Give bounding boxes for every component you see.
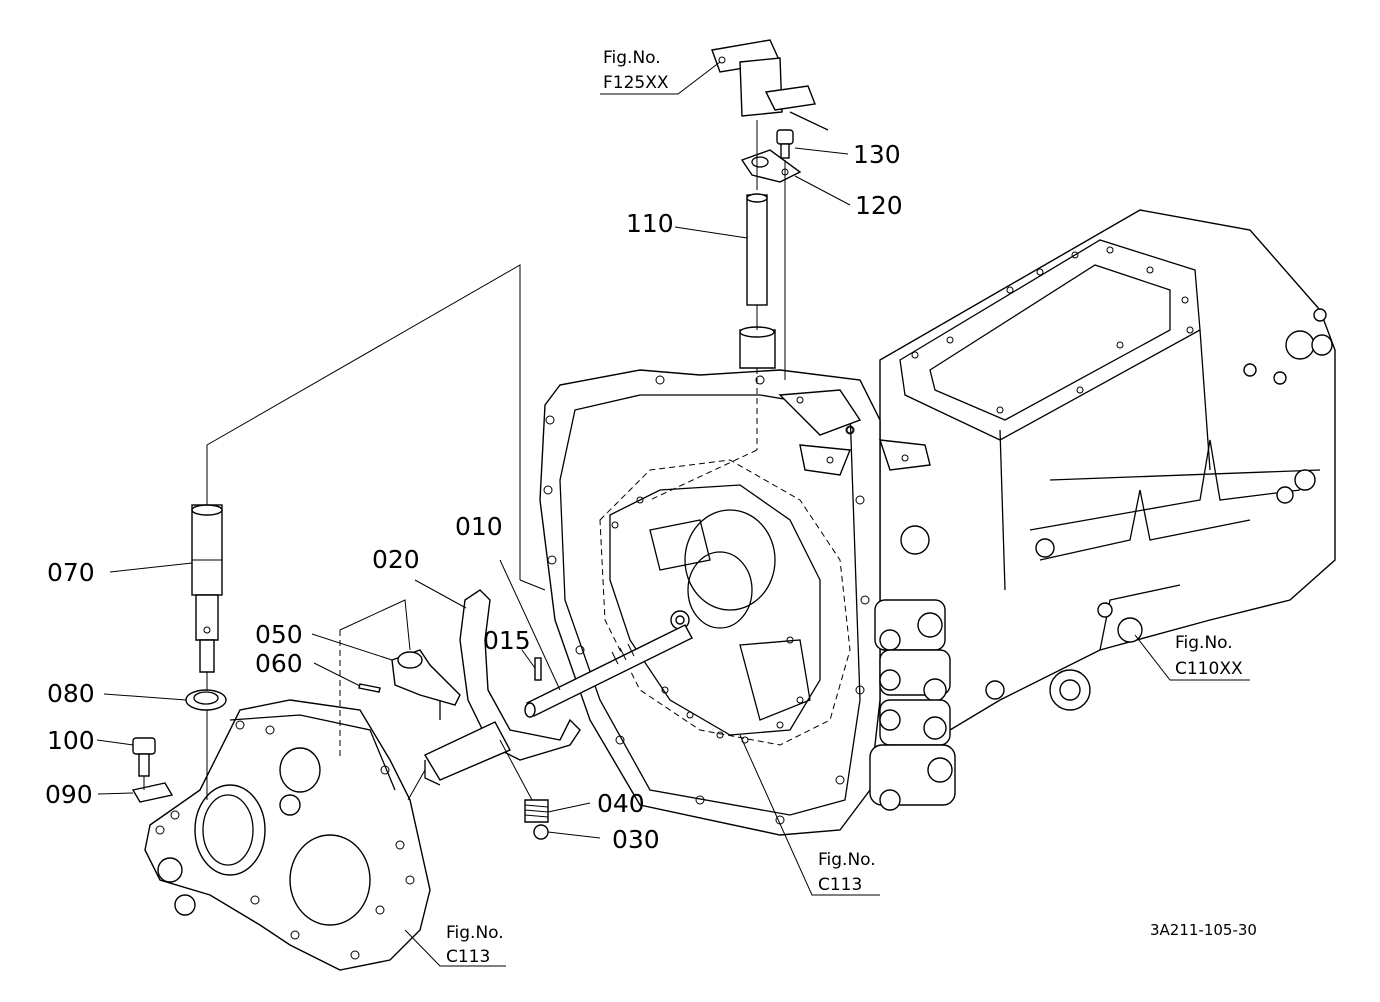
- part-label-080: 080: [47, 679, 95, 708]
- part-label-040: 040: [597, 789, 645, 818]
- part-label-120: 120: [855, 191, 903, 220]
- part-label-130: 130: [853, 140, 901, 169]
- seal-080: [185, 689, 227, 711]
- fig-ref-f125-caption: Fig.No.: [603, 48, 661, 68]
- ball-030: [533, 824, 549, 840]
- drawing-code: 3A211-105-30: [1150, 921, 1257, 939]
- part-label-070: 070: [47, 558, 95, 587]
- transmission-case: [879, 209, 1336, 731]
- fig-ref-c110-code: C110XX: [1175, 659, 1243, 679]
- fig-ref-c113-center-caption: Fig.No.: [818, 850, 876, 870]
- front-housing: [539, 369, 1005, 836]
- bolt-100: [132, 737, 156, 777]
- rear-cover-housing: [144, 699, 431, 971]
- part-callouts: 110 130 120 070 080 100 090 050 060 020 …: [45, 140, 903, 854]
- pin-060: [358, 683, 381, 693]
- pin-015: [534, 657, 542, 681]
- part-label-010: 010: [455, 512, 503, 541]
- part-label-100: 100: [47, 726, 95, 755]
- spring-040: [524, 799, 549, 823]
- upper-lever-assembly: [711, 39, 829, 131]
- part-label-030: 030: [612, 825, 660, 854]
- part-label-020: 020: [372, 545, 420, 574]
- bolt-130: [776, 129, 794, 159]
- plate-120: [740, 149, 802, 183]
- fig-ref-c113-left-caption: Fig.No.: [446, 923, 504, 943]
- fig-ref-c113-center-code: C113: [818, 875, 862, 895]
- part-label-015: 015: [483, 626, 531, 655]
- shift-fork-020: [424, 589, 581, 786]
- shift-lever-050: [391, 649, 461, 720]
- part-label-050: 050: [255, 620, 303, 649]
- shaft-070: [191, 504, 223, 673]
- part-label-060: 060: [255, 649, 303, 678]
- assembly-guide-lines: [143, 120, 786, 801]
- shaft-110: [739, 193, 776, 369]
- fig-ref-f125-code: F125XX: [603, 73, 669, 93]
- part-label-090: 090: [45, 780, 93, 809]
- fig-ref-c113-left-code: C113: [446, 947, 490, 967]
- lock-plate-090: [131, 782, 174, 803]
- figure-references: Fig.No. F125XX Fig.No. C110XX Fig.No. C1…: [404, 48, 1250, 967]
- shift-rod-010: [524, 624, 693, 718]
- part-label-110: 110: [626, 209, 674, 238]
- fig-ref-c110-caption: Fig.No.: [1175, 633, 1233, 653]
